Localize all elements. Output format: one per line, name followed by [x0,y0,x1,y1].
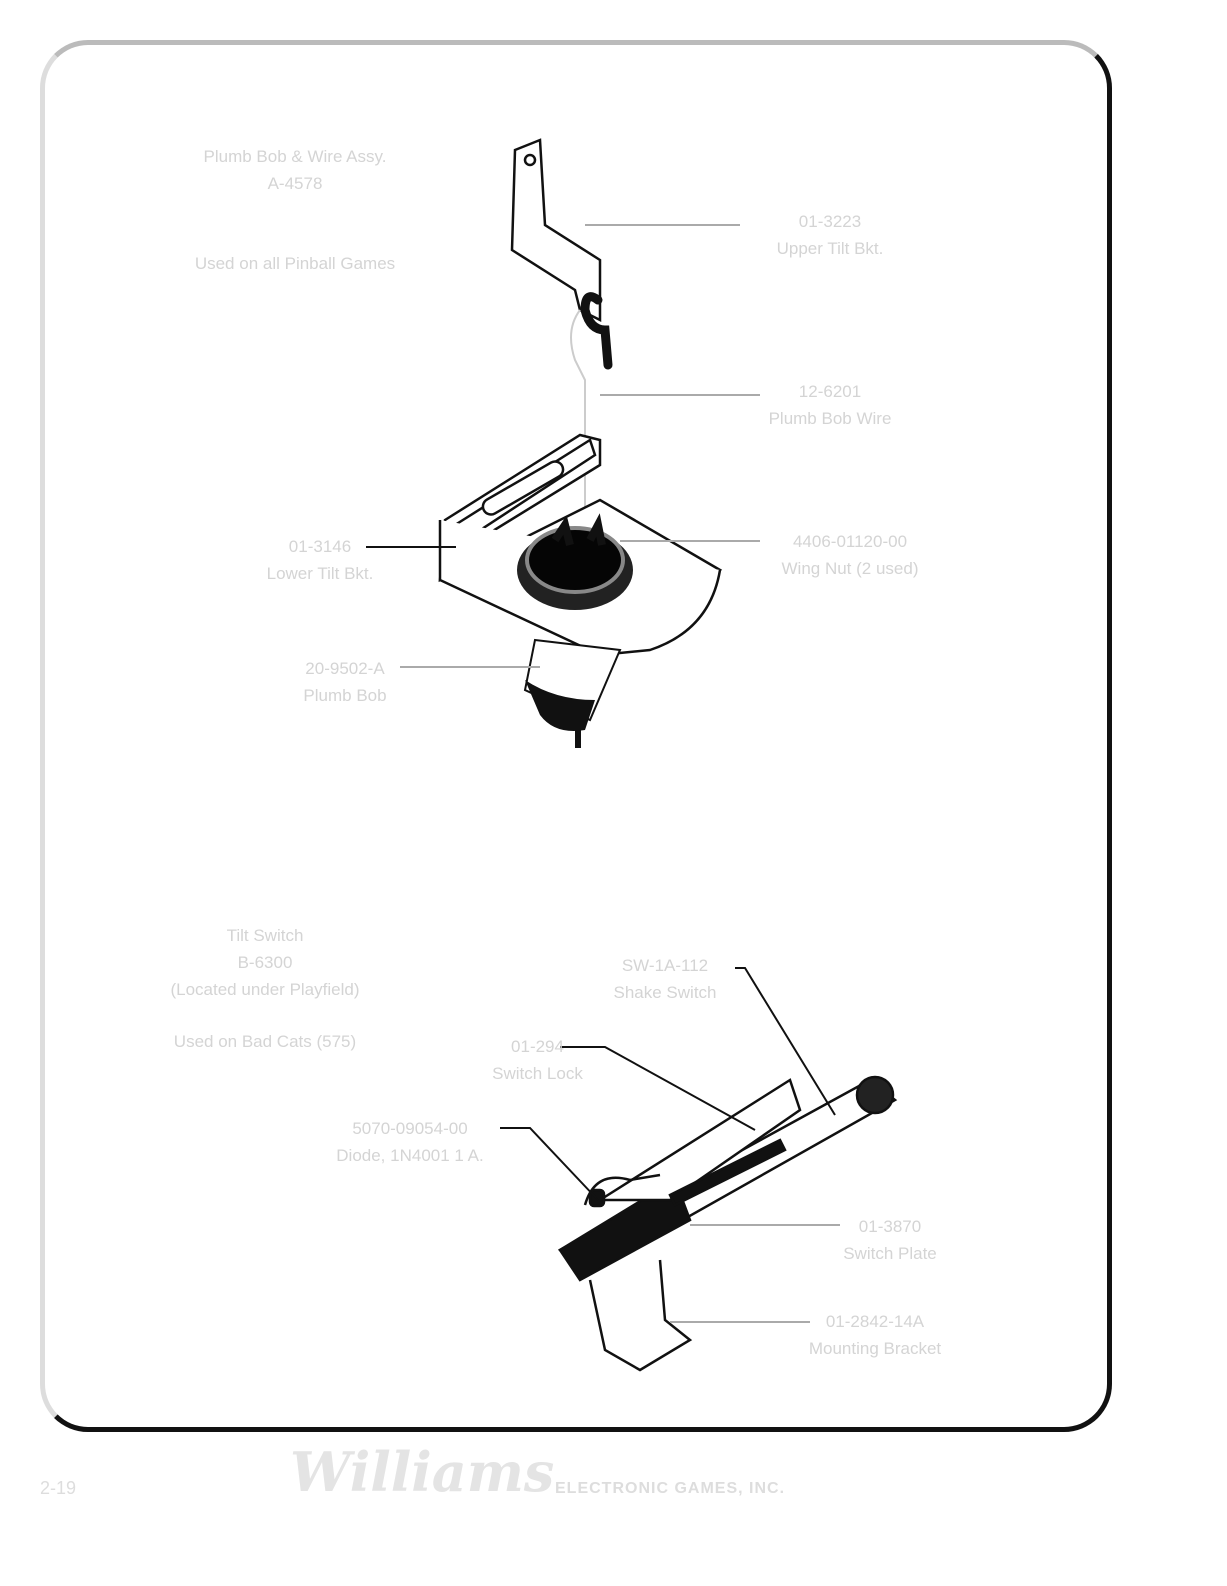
title: Tilt Switch [226,926,304,945]
plumb-bob [523,638,622,748]
callout-switch-lock: 01-294 Switch Lock [470,1033,605,1087]
tilt-switch [557,1075,898,1372]
part-name: Diode, 1N4001 1 A. [336,1146,484,1165]
part-number: SW-1A-112 [621,956,709,975]
callout-mounting-bracket: 01-2842-14A Mounting Bracket [790,1308,960,1362]
part-name: Shake Switch [613,983,717,1002]
part-name: Upper Tilt Bkt. [776,239,884,258]
callout-plumb-bob: 20-9502-A Plumb Bob [280,655,410,709]
page-border [40,40,1112,1432]
part-name: Plumb Bob [303,686,387,705]
part-number: 20-9502-A [305,659,385,678]
tilt-switch-title: Tilt Switch B-6300 (Located under Playfi… [140,922,390,1003]
williams-logo: Williams [290,1440,555,1504]
title: Plumb Bob & Wire Assy. [203,147,387,166]
callout-upper-tilt-bkt: 01-3223 Upper Tilt Bkt. [740,208,920,262]
part-number: 4406-01120-00 [792,532,908,551]
callout-switch-plate: 01-3870 Switch Plate [820,1213,960,1267]
part-number: A-4578 [267,174,323,193]
location: (Located under Playfield) [170,980,360,999]
part-name: Lower Tilt Bkt. [266,564,374,583]
part-number: B-6300 [237,953,293,972]
tilt-switch-note: Used on Bad Cats (575) [173,1032,357,1051]
callout-lower-tilt-bkt: 01-3146 Lower Tilt Bkt. [240,533,400,587]
part-number: 01-3146 [288,537,352,556]
leader-lines-bottom [500,967,836,1201]
company-name: ELECTRONIC GAMES, INC. [555,1480,786,1497]
upper-tilt-bracket [510,138,602,323]
part-name: Switch Plate [843,1244,937,1263]
leader-lines-top [366,224,760,668]
part-number: 01-294 [511,1037,564,1056]
page-number: 2-19 [40,1478,77,1498]
part-number: 01-2842-14A [825,1312,925,1331]
part-name: Mounting Bracket [808,1339,942,1358]
callout-shake-switch: SW-1A-112 Shake Switch [590,952,740,1006]
part-number: 5070-09054-00 [352,1119,468,1138]
part-name: Switch Lock [492,1064,583,1083]
leader-lines-bottom-faint [670,1224,840,1323]
plumb-bob-assy-note: Used on all Pinball Games [194,254,396,273]
part-name: Plumb Bob Wire [768,409,892,428]
callout-wing-nut: 4406-01120-00 Wing Nut (2 used) [760,528,940,582]
part-number: 01-3870 [858,1217,922,1236]
wing-nut [517,513,633,610]
part-number: 01-3223 [798,212,862,231]
plumb-bob-wire [570,309,586,540]
part-number: 12-6201 [798,382,862,401]
callout-plumb-bob-wire: 12-6201 Plumb Bob Wire [740,378,920,432]
callout-diode: 5070-09054-00 Diode, 1N4001 1 A. [320,1115,500,1169]
part-name: Wing Nut (2 used) [781,559,919,578]
plumb-bob-assy-title: Plumb Bob & Wire Assy. A-4578 [170,143,420,197]
plumb-bob-wire-hook [580,292,613,370]
